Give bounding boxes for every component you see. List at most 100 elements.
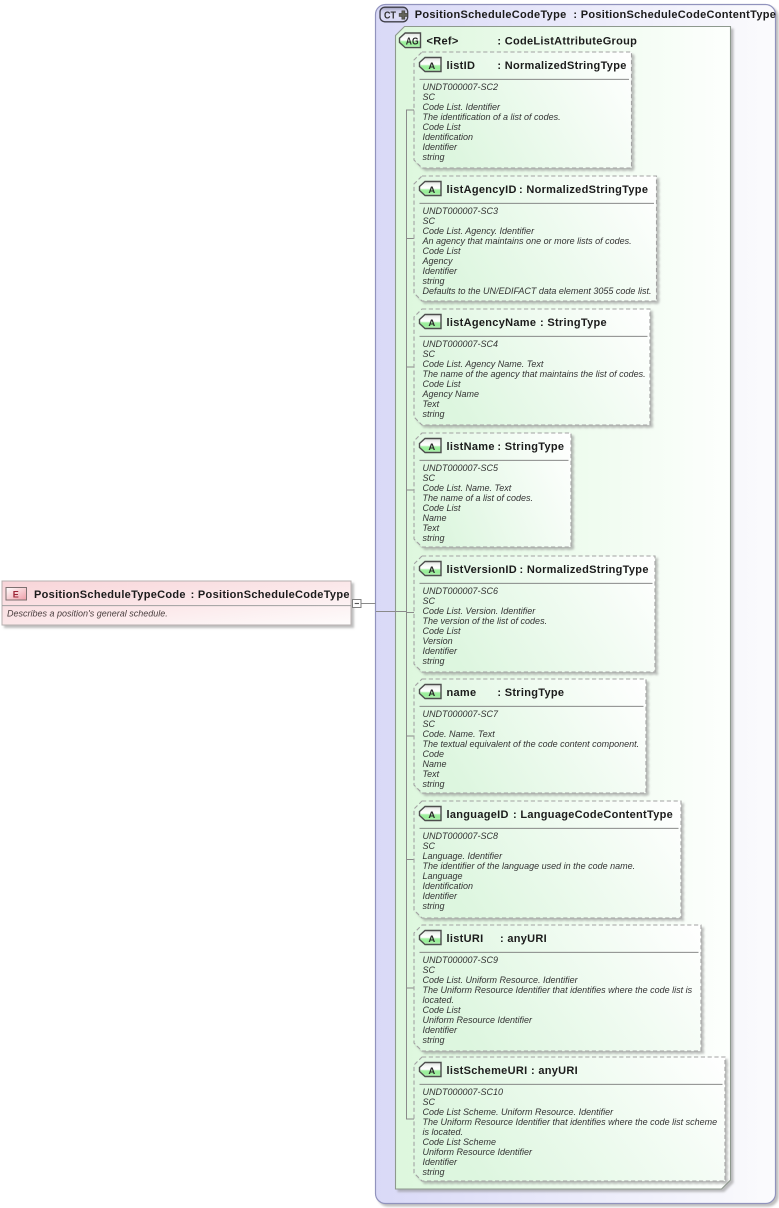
svg-text:string: string: [423, 409, 445, 419]
svg-text:: StringType: : StringType: [497, 441, 564, 453]
svg-text:: StringType: : StringType: [540, 317, 607, 329]
svg-text:: LanguageCodeContentType: : LanguageCodeContentType: [513, 809, 673, 821]
svg-text:located.: located.: [423, 995, 455, 1005]
svg-text:Code. Name. Text: Code. Name. Text: [423, 729, 496, 739]
svg-text:SC: SC: [423, 92, 436, 102]
svg-text:Identifier: Identifier: [423, 1025, 459, 1035]
svg-text:Identifier: Identifier: [423, 266, 459, 276]
svg-text:string: string: [423, 656, 445, 666]
svg-text:A: A: [428, 185, 435, 196]
svg-text:Code List Scheme. Uniform Reso: Code List Scheme. Uniform Resource. Iden…: [423, 1107, 615, 1117]
svg-text:The name of a list of codes.: The name of a list of codes.: [423, 493, 534, 503]
svg-text:UNDT000007-SC6: UNDT000007-SC6: [423, 586, 499, 596]
svg-text:UNDT000007-SC7: UNDT000007-SC7: [423, 709, 500, 719]
svg-text:Name: Name: [423, 759, 447, 769]
svg-text:listURI: listURI: [447, 933, 484, 945]
svg-text:UNDT000007-SC2: UNDT000007-SC2: [423, 82, 499, 92]
svg-text:string: string: [423, 1035, 445, 1045]
svg-text:listVersionID: listVersionID: [447, 564, 518, 576]
svg-text:UNDT000007-SC5: UNDT000007-SC5: [423, 463, 500, 473]
svg-text:Code List Scheme: Code List Scheme: [423, 1137, 497, 1147]
svg-text:listSchemeURI: listSchemeURI: [447, 1065, 528, 1077]
svg-text:SC: SC: [423, 216, 436, 226]
svg-text:Code List. Version. Identifier: Code List. Version. Identifier: [423, 606, 537, 616]
svg-text:UNDT000007-SC10: UNDT000007-SC10: [423, 1087, 504, 1097]
svg-text:Uniform Resource Identifier: Uniform Resource Identifier: [423, 1147, 534, 1157]
svg-text:SC: SC: [423, 596, 436, 606]
svg-text:Text: Text: [423, 399, 440, 409]
svg-text:A: A: [428, 318, 435, 329]
svg-text:The textual equivalent of the: The textual equivalent of the code conte…: [423, 739, 640, 749]
svg-text:Version: Version: [423, 636, 453, 646]
svg-text:PositionScheduleTypeCode: PositionScheduleTypeCode: [34, 589, 186, 601]
svg-text:string: string: [423, 1167, 445, 1177]
svg-text:UNDT000007-SC9: UNDT000007-SC9: [423, 955, 499, 965]
svg-text:Code List: Code List: [423, 122, 462, 132]
svg-text:Code List. Name. Text: Code List. Name. Text: [423, 483, 512, 493]
svg-text:UNDT000007-SC4: UNDT000007-SC4: [423, 339, 499, 349]
svg-text:string: string: [423, 533, 445, 543]
svg-text:The identification of a list o: The identification of a list of codes.: [423, 112, 561, 122]
svg-text:SC: SC: [423, 473, 436, 483]
svg-text:SC: SC: [423, 841, 436, 851]
svg-text:SC: SC: [423, 965, 436, 975]
svg-text:languageID: languageID: [447, 809, 509, 821]
svg-text:Code: Code: [423, 749, 445, 759]
svg-text:: anyURI: : anyURI: [500, 933, 547, 945]
svg-text:listName: listName: [447, 441, 495, 453]
svg-text:: anyURI: : anyURI: [531, 1065, 578, 1077]
svg-text:Code List. Identifier: Code List. Identifier: [423, 102, 502, 112]
svg-text:Code List. Agency. Identifier: Code List. Agency. Identifier: [423, 226, 536, 236]
svg-text:Code List: Code List: [423, 379, 462, 389]
svg-text:AG: AG: [406, 36, 419, 48]
svg-text:An agency that maintains one o: An agency that maintains one or more lis…: [422, 236, 632, 246]
svg-text:SC: SC: [423, 719, 436, 729]
svg-text:The Uniform Resource Identifie: The Uniform Resource Identifier that ide…: [423, 985, 693, 995]
svg-text:The name of the agency that ma: The name of the agency that maintains th…: [423, 369, 646, 379]
svg-text:: PositionScheduleCodeContentT: : PositionScheduleCodeContentType: [573, 9, 776, 21]
svg-text:A: A: [428, 565, 435, 576]
svg-text:string: string: [423, 152, 445, 162]
svg-text:: NormalizedStringType: : NormalizedStringType: [519, 184, 648, 196]
svg-text:SC: SC: [423, 349, 436, 359]
svg-text:Text: Text: [423, 523, 440, 533]
svg-text:Language: Language: [423, 871, 463, 881]
svg-text:Identifier: Identifier: [423, 142, 459, 152]
svg-text:: NormalizedStringType: : NormalizedStringType: [520, 564, 649, 576]
svg-text:A: A: [428, 934, 435, 945]
svg-text:A: A: [428, 1066, 435, 1077]
svg-text:A: A: [428, 810, 435, 821]
svg-text:Code List. Uniform Resource. I: Code List. Uniform Resource. Identifier: [423, 975, 579, 985]
svg-text:is located.: is located.: [423, 1127, 464, 1137]
svg-text:UNDT000007-SC8: UNDT000007-SC8: [423, 831, 499, 841]
svg-text:A: A: [428, 688, 435, 699]
svg-text:Identification: Identification: [423, 132, 474, 142]
svg-text:A: A: [428, 61, 435, 72]
svg-text:Name: Name: [423, 513, 447, 523]
svg-text:Agency Name: Agency Name: [422, 389, 480, 399]
svg-text:: NormalizedStringType: : NormalizedStringType: [497, 60, 626, 72]
svg-text:Uniform Resource Identifier: Uniform Resource Identifier: [423, 1015, 534, 1025]
svg-text:The Uniform Resource Identifie: The Uniform Resource Identifier that ide…: [423, 1117, 718, 1127]
svg-text:: PositionScheduleCodeType: : PositionScheduleCodeType: [191, 589, 350, 601]
svg-text:Identification: Identification: [423, 881, 474, 891]
svg-text:: StringType: : StringType: [497, 687, 564, 699]
svg-text:: CodeListAttributeGroup: : CodeListAttributeGroup: [497, 35, 637, 47]
svg-text:listAgencyName: listAgencyName: [447, 317, 537, 329]
svg-text:UNDT000007-SC3: UNDT000007-SC3: [423, 206, 499, 216]
svg-text:listID: listID: [447, 60, 476, 72]
svg-text:<Ref>: <Ref>: [427, 35, 459, 47]
svg-text:E: E: [13, 589, 19, 599]
svg-text:name: name: [447, 687, 477, 699]
svg-text:string: string: [423, 779, 445, 789]
svg-text:The identifier of the language: The identifier of the language used in t…: [423, 861, 636, 871]
svg-text:Describes a position's general: Describes a position's general schedule.: [7, 609, 168, 619]
svg-text:CT: CT: [384, 11, 396, 22]
svg-text:Language. Identifier: Language. Identifier: [423, 851, 504, 861]
svg-text:Text: Text: [423, 769, 440, 779]
svg-text:PositionScheduleCodeType: PositionScheduleCodeType: [415, 9, 567, 21]
svg-text:SC: SC: [423, 1097, 436, 1107]
svg-text:listAgencyID: listAgencyID: [447, 184, 517, 196]
svg-text:string: string: [423, 901, 445, 911]
svg-text:Defaults to the UN/EDIFACT dat: Defaults to the UN/EDIFACT data element …: [423, 286, 652, 296]
